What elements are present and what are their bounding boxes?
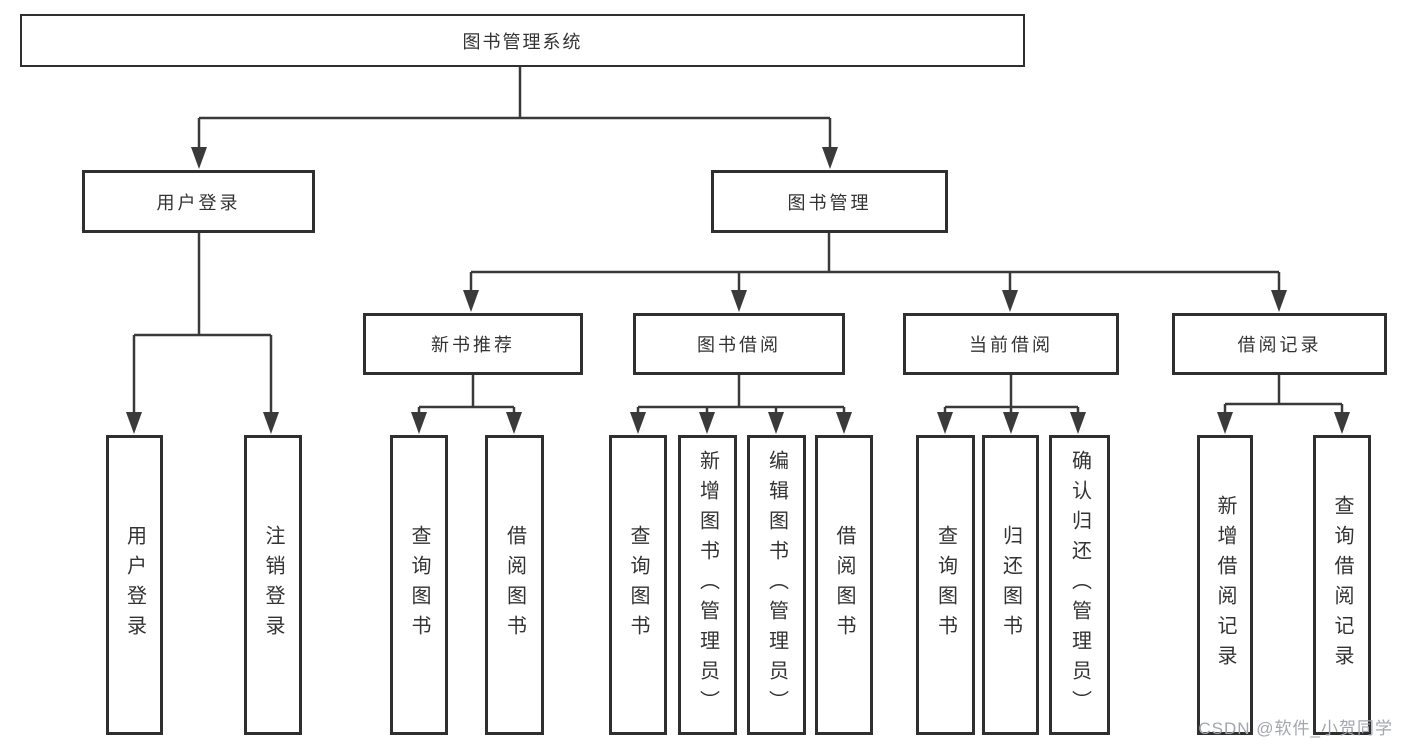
leaf-query-books: 查询图书 xyxy=(390,435,448,735)
node-new-book-recommendation: 新书推荐 xyxy=(363,313,583,375)
leaf-add-borrow-record: 新增借阅记录 xyxy=(1197,435,1253,735)
node-book-borrowing: 图书借阅 xyxy=(633,313,845,375)
leaf-logout: 注销登录 xyxy=(244,435,302,735)
node-library-management-system: 图书管理系统 xyxy=(20,14,1025,67)
node-book-management-module: 图书管理 xyxy=(711,170,948,233)
leaf-confirm-return-admin: 确认归还（管理员） xyxy=(1049,435,1110,735)
leaf-borrow-books: 借阅图书 xyxy=(485,435,544,735)
leaf-user-login: 用户登录 xyxy=(106,435,163,735)
connector-arrowheads xyxy=(126,147,1350,434)
leaf-return-books: 归还图书 xyxy=(982,435,1039,735)
node-label: 查询借阅记录 xyxy=(1331,495,1353,675)
node-label: 新增图书（管理员） xyxy=(696,450,719,720)
leaf-borrow-books: 借阅图书 xyxy=(815,435,873,735)
node-label: 新书推荐 xyxy=(431,335,515,355)
node-label: 确认归还（管理员） xyxy=(1068,450,1091,720)
node-user-login-module: 用户登录 xyxy=(82,170,315,233)
node-label: 用户登录 xyxy=(156,192,241,213)
node-label: 查询图书 xyxy=(408,525,430,645)
node-borrowing-records: 借阅记录 xyxy=(1172,313,1387,375)
node-label: 图书管理 xyxy=(787,192,872,213)
leaf-query-borrow-record: 查询借阅记录 xyxy=(1313,435,1371,735)
node-label: 归还图书 xyxy=(999,525,1022,645)
node-label: 借阅图书 xyxy=(503,525,526,645)
leaf-add-books-admin: 新增图书（管理员） xyxy=(678,435,737,735)
node-label: 查询图书 xyxy=(934,525,957,645)
node-label: 图书借阅 xyxy=(697,335,781,355)
node-label: 注销登录 xyxy=(262,525,284,645)
node-label: 查询图书 xyxy=(627,525,649,645)
leaf-query-books: 查询图书 xyxy=(609,435,667,735)
node-label: 当前借阅 xyxy=(969,335,1053,355)
node-label: 用户登录 xyxy=(123,525,146,645)
leaf-query-books: 查询图书 xyxy=(916,435,975,735)
node-label: 借阅记录 xyxy=(1237,335,1322,355)
leaf-edit-books-admin: 编辑图书（管理员） xyxy=(747,435,806,735)
node-label: 编辑图书（管理员） xyxy=(765,450,788,720)
node-label: 图书管理系统 xyxy=(462,31,583,52)
node-current-borrowing: 当前借阅 xyxy=(903,313,1119,375)
node-label: 新增借阅记录 xyxy=(1214,495,1236,675)
node-label: 借阅图书 xyxy=(833,525,855,645)
